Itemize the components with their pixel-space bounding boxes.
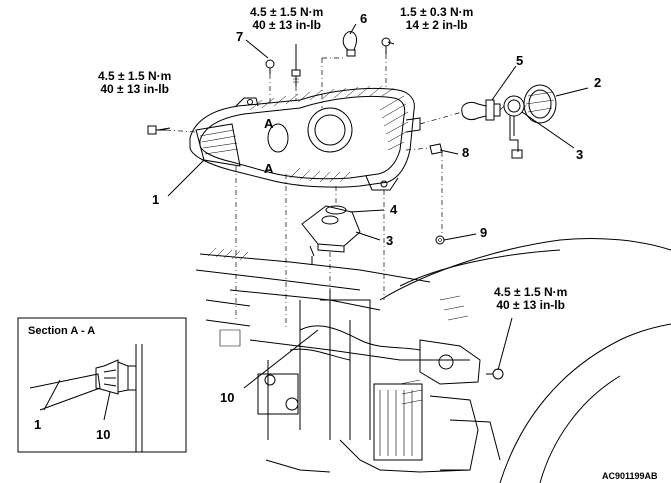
lamp-bracket: [301, 205, 361, 264]
callout-9: 9: [480, 225, 488, 240]
torque-value-inlb: 40 ± 13 in-lb: [496, 298, 565, 312]
headlamp-assembly: [189, 85, 421, 191]
screw-top-right: [381, 37, 391, 54]
dust-cover: [523, 84, 557, 124]
torque-value-nm: 4.5 ± 1.5 N·m: [494, 285, 568, 299]
section-mark-lower: A: [264, 161, 274, 176]
section-inset: [17, 317, 187, 453]
torque-value-inlb: 14 ± 2 in-lb: [405, 18, 468, 32]
position-bulb: [342, 31, 357, 57]
callout-2: 2: [594, 75, 602, 90]
torque-spec-bottom-right: 4.5 ± 1.5 N·m 40 ± 13 in-lb: [494, 286, 567, 312]
torque-value-inlb: 40 ± 13 in-lb: [100, 82, 169, 96]
vehicle-body: [195, 237, 671, 483]
torque-spec-left: 4.5 ± 1.5 N·m 40 ± 13 in-lb: [98, 70, 171, 96]
callout-6: 6: [360, 11, 368, 26]
callout-3-bracket: 3: [386, 233, 394, 248]
callout-1: 1: [152, 192, 160, 207]
socket-with-wire: [503, 95, 525, 159]
callout-10: 10: [220, 390, 235, 405]
callout-7: 7: [236, 29, 244, 44]
torque-value-nm: 4.5 ± 1.5 N·m: [98, 69, 172, 83]
headlamp-bulb: [461, 99, 501, 121]
grommet-9: [435, 235, 445, 245]
torque-value-inlb: 40 ± 13 in-lb: [252, 18, 321, 32]
section-mark-upper: A: [264, 116, 274, 131]
torque-value-nm: 4.5 ± 1.5 N·m: [250, 5, 324, 19]
bolt-bottom-right: [486, 368, 504, 380]
section-title: Section A - A: [28, 325, 96, 337]
leader-lines: [157, 23, 589, 389]
torque-value-nm: 1.5 ± 0.3 N·m: [400, 5, 474, 19]
bolt-left: [147, 125, 166, 135]
clip-8: [429, 143, 443, 155]
figure-code: AC901199AB: [602, 471, 658, 481]
callout-5: 5: [516, 53, 524, 68]
torque-spec-top-center: 4.5 ± 1.5 N·m 40 ± 13 in-lb: [250, 6, 323, 32]
bolt-top-center: [291, 69, 301, 86]
callout-3-socket: 3: [576, 147, 584, 162]
bolt-top-left: [265, 59, 275, 74]
callout-4: 4: [390, 202, 398, 217]
inset-callout-1: 1: [34, 417, 42, 432]
torque-spec-top-right: 1.5 ± 0.3 N·m 14 ± 2 in-lb: [400, 6, 473, 32]
callout-8: 8: [462, 145, 470, 160]
inset-callout-10: 10: [96, 427, 111, 442]
